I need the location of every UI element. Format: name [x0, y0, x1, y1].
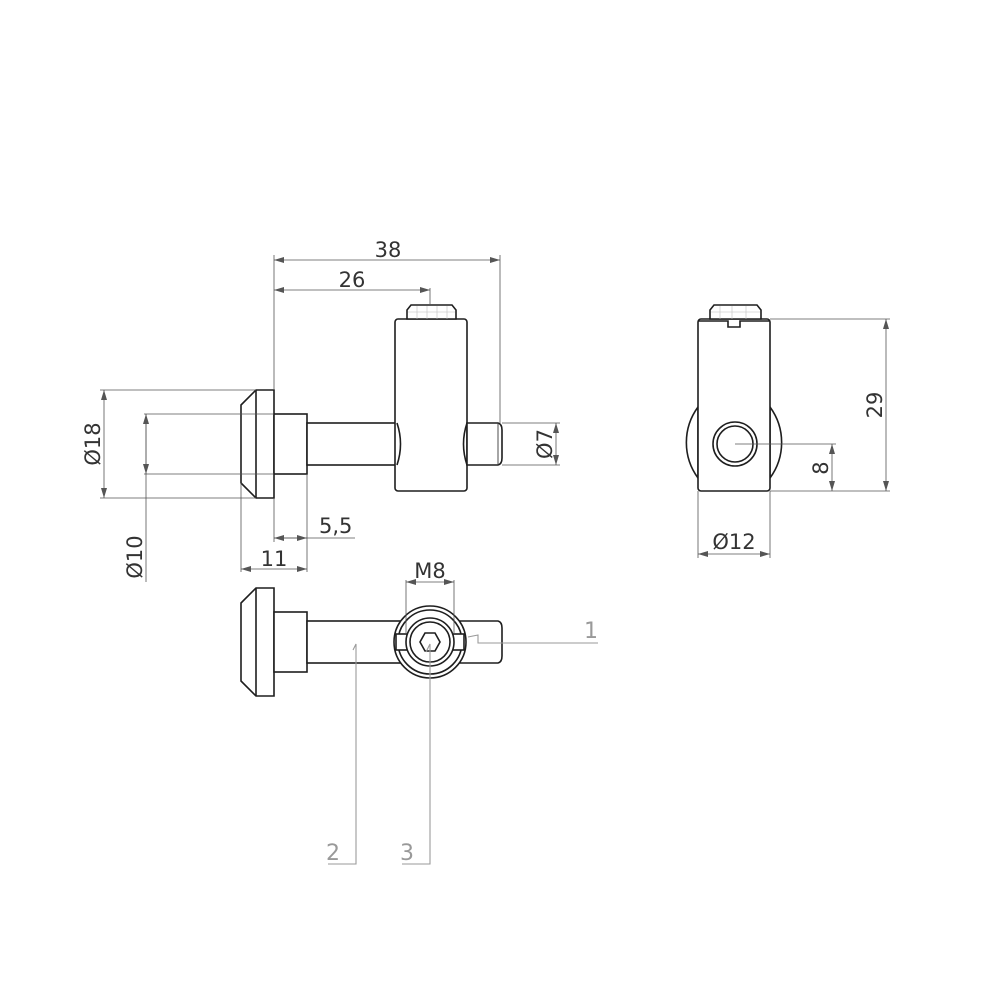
dim-collar-width: 5,5: [319, 514, 352, 538]
top-flange-head: [240, 587, 275, 697]
flange-arc-left: [685, 404, 699, 481]
dim-pin-offset: 26: [339, 268, 366, 292]
dim-overall-length: 38: [375, 238, 402, 262]
dim-body-diameter: Ø12: [712, 530, 755, 554]
top-shank: [306, 620, 408, 664]
callout-1: 1: [584, 619, 598, 644]
dim-bore-height: 8: [809, 461, 833, 474]
shank: [306, 422, 398, 466]
shank-intersection-right: [462, 422, 468, 466]
callout-3-leader: [402, 643, 431, 865]
callout-2-leader: [328, 643, 357, 865]
flange-arc-right: [769, 404, 783, 481]
top-view: M8 1 2 3: [240, 559, 598, 866]
dim-shank-diameter: Ø10: [123, 535, 147, 578]
cross-body: [394, 318, 468, 492]
callout-1-leader: [467, 634, 598, 644]
flange-head: [240, 389, 275, 499]
hex-socket-icon: [419, 632, 441, 652]
top-stud: [459, 620, 503, 664]
dim-flange-diameter: Ø18: [81, 422, 105, 465]
dim-height: 29: [863, 392, 887, 419]
callout-2: 2: [326, 841, 340, 866]
side-view: 38 26 Ø18 Ø10 Ø7 5,5 11: [81, 238, 560, 582]
callout-3: 3: [400, 841, 414, 866]
screw-slot: [698, 320, 770, 328]
dim-thread: M8: [414, 559, 445, 583]
dim-head-length: 11: [261, 547, 288, 571]
dim-stud-diameter: Ø7: [533, 429, 557, 459]
collar: [273, 413, 308, 475]
shank-intersection-left: [396, 422, 402, 466]
stud: [466, 422, 503, 466]
top-collar: [273, 611, 308, 673]
end-view: 29 8 Ø12: [685, 304, 890, 558]
